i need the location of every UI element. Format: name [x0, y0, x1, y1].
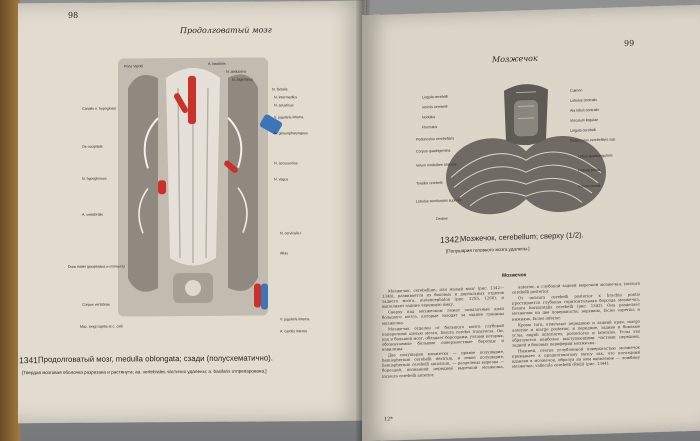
right-page-number: 99 — [624, 38, 635, 49]
medulla-drawing — [118, 57, 268, 317]
fig-label: V. jugularis interna — [274, 115, 304, 120]
fig-label: Canalis n. hypoglossi — [82, 106, 116, 111]
left-page-number: 98 — [68, 10, 79, 20]
figure-caption-number: 1342. — [440, 234, 462, 245]
fig-label: Dura mater (разрезана и отогнута) — [68, 264, 125, 269]
fig-label: N. hypoglossus — [82, 176, 107, 181]
section-heading: Мозжечок — [502, 272, 527, 279]
fig-label: V. jugularis interna — [280, 317, 310, 322]
fig-label: N. abducens — [226, 69, 247, 74]
cerebellum-label: Flocculus — [422, 124, 438, 130]
cerebellum-label: Declive — [436, 216, 448, 221]
figure-caption-title: Мозжечок, cerebellum; сверху (1/2). — [460, 230, 584, 244]
fig-label: N. trigeminus — [232, 77, 254, 82]
fig-label: Maz. longi capitis et c. colli — [80, 324, 123, 329]
cerebellum-label: Lobulus centralis — [570, 97, 597, 103]
paragraph: Нижней, слегка углубленной поверхностью … — [512, 344, 640, 370]
fig-label: N. glossopharyngeus — [274, 131, 308, 136]
fig-label: N. accessorius — [274, 161, 298, 166]
right-page: 99 Мозжечок Lingula cerebelli Vermis cer… — [362, 4, 700, 441]
artery-segment-left — [158, 180, 166, 195]
cerebellum-label: Tonsilla cerebelli — [416, 180, 443, 186]
figure-caption-title: Продолговатый мозг, medulla oblongata; с… — [38, 353, 273, 365]
figure-caption-detail: [Полушария головного мозга удалены.] — [446, 246, 530, 254]
fig-label: N. facialis — [272, 87, 288, 92]
fig-label: N. intermedius — [274, 95, 298, 100]
text-column-1: Мозжечок, cerebellum, или малый мозг (ри… — [382, 285, 504, 379]
cerebellum-label: Culmen — [570, 88, 583, 93]
fig-label: Atlas — [280, 251, 288, 256]
fig-label: Corpus vertebrae — [82, 302, 110, 307]
paragraph: От incisura cerebelli posterior к brachi… — [512, 291, 640, 322]
figure-caption-detail: [Твердая мозговая оболочка разрезана и р… — [22, 368, 267, 376]
cerebellum-label: Fissura prima — [578, 167, 600, 173]
basilar-artery — [188, 75, 196, 125]
fig-label: Pons Varolii — [124, 64, 143, 69]
cerebellum-label: Lingula cerebelli — [422, 94, 448, 100]
fig-label: N. cervicalis I — [280, 231, 302, 236]
left-running-head: Продолговатый мозг — [180, 25, 272, 36]
carotid-artery — [254, 283, 261, 308]
cerebellum-label: Folium vermis — [578, 183, 601, 189]
cerebellum-label: Nodulus — [422, 115, 436, 120]
book-cover-edge — [0, 0, 20, 441]
cerebellum-label: Lobus quadrangularis — [578, 153, 613, 159]
paragraph: Кроме того, отмечают переднюю и задний к… — [512, 318, 640, 348]
paragraph: Мозжечок, cerebellum, или малый мозг (ри… — [382, 284, 504, 309]
medulla-oblongata-illustration — [118, 57, 268, 317]
jugular-vein — [261, 283, 268, 310]
cerebellum-illustration — [446, 78, 606, 223]
signature-mark: 12* — [384, 416, 393, 423]
paragraph: Две полушария мозжечка — правое полушари… — [382, 348, 504, 379]
text-column-2: anterior, и глубокой задней вырезкой моз… — [512, 281, 640, 371]
cerebellum-label: Vermis cerebelli — [422, 104, 448, 110]
left-page: 98 Продолговатый мозг Pons Varolii Canal… — [18, 0, 366, 424]
cerebellum-label: Lingula cerebelli — [570, 127, 596, 133]
cerebellum-label: Pedunculus cerebellaris sup. — [570, 137, 616, 143]
fig-label: N. acusticus — [274, 103, 294, 108]
fig-label: A. basilaris — [208, 61, 226, 66]
right-running-head: Мозжечок — [492, 53, 538, 65]
cerebellum-drawing — [446, 84, 606, 215]
paragraph: Мозжечок отделен от большого мозга глубо… — [382, 322, 504, 352]
fig-label: A. carotis interna — [280, 329, 307, 334]
fig-label: N. vagus — [274, 177, 289, 182]
fig-label: Os occipitale — [82, 144, 103, 149]
fig-label: A. vertebralis — [82, 212, 103, 217]
